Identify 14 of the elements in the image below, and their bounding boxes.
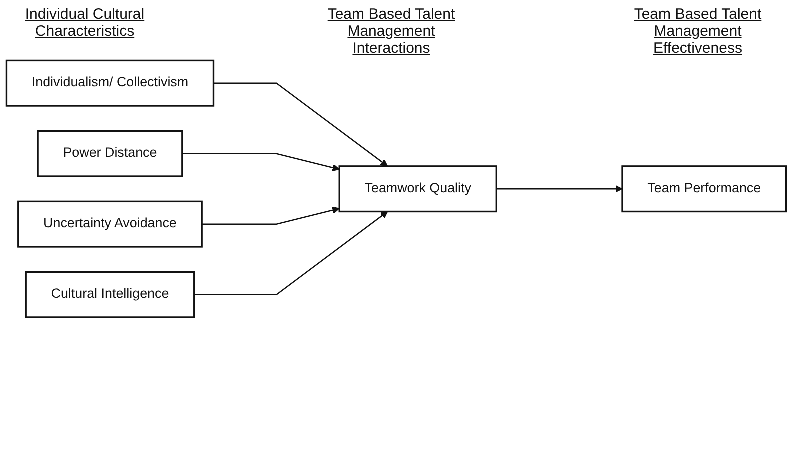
arrow	[194, 211, 388, 296]
node-box: Team Performance	[622, 166, 788, 213]
column-heading: Individual Cultural Characteristics	[24, 6, 146, 42]
node-box: Teamwork Quality	[338, 166, 498, 213]
arrow	[496, 185, 623, 193]
node-box: Individualism/ Collectivism	[6, 60, 215, 107]
arrow	[214, 82, 388, 167]
arrow	[182, 153, 340, 172]
column-heading: Team Based Talent Management Interactions	[326, 6, 456, 54]
column-heading: Team Based Talent Management Effectiveness	[633, 6, 763, 54]
node-box: Cultural Intelligence	[25, 271, 196, 318]
node-box: Power Distance	[37, 130, 184, 178]
arrow	[202, 206, 340, 225]
node-box: Uncertainty Avoidance	[18, 200, 203, 248]
